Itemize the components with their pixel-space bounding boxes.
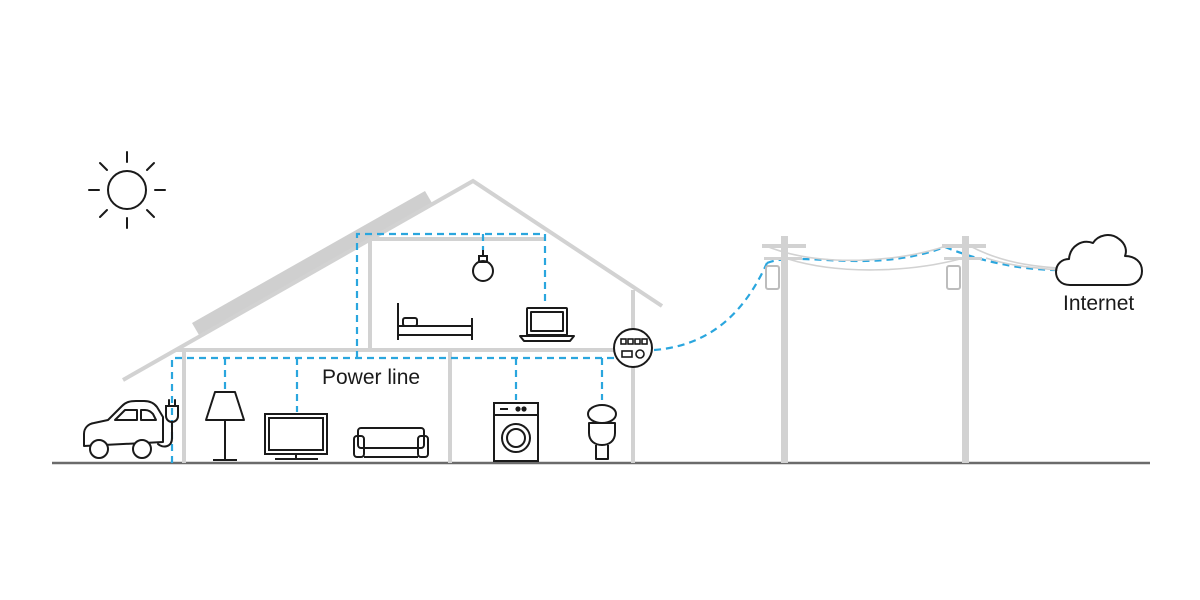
tv-icon [264,413,328,460]
laptop-icon [519,307,575,342]
bed-icon [397,303,473,340]
internet-label: Internet [1063,292,1135,315]
power-line-label: Power line [322,366,421,389]
smart-meter-icon [613,328,653,368]
transformer-icon [946,265,961,290]
utility-pole-icon [762,236,806,463]
electric-car-icon [83,400,164,459]
utility-pole-icon [942,236,986,463]
solar-panel-icon [192,191,432,335]
house-outline [122,178,664,463]
overhead-wires [765,245,1059,271]
floor-lamp-icon [205,391,245,461]
ev-plug-icon [157,399,179,448]
toilet-icon [587,404,617,460]
light-bulb-icon [472,250,494,282]
sofa-icon [353,427,429,458]
cloud-icon [1055,234,1143,286]
sun-icon [88,151,166,229]
transformer-icon [765,265,780,290]
washing-machine-icon [493,402,539,462]
